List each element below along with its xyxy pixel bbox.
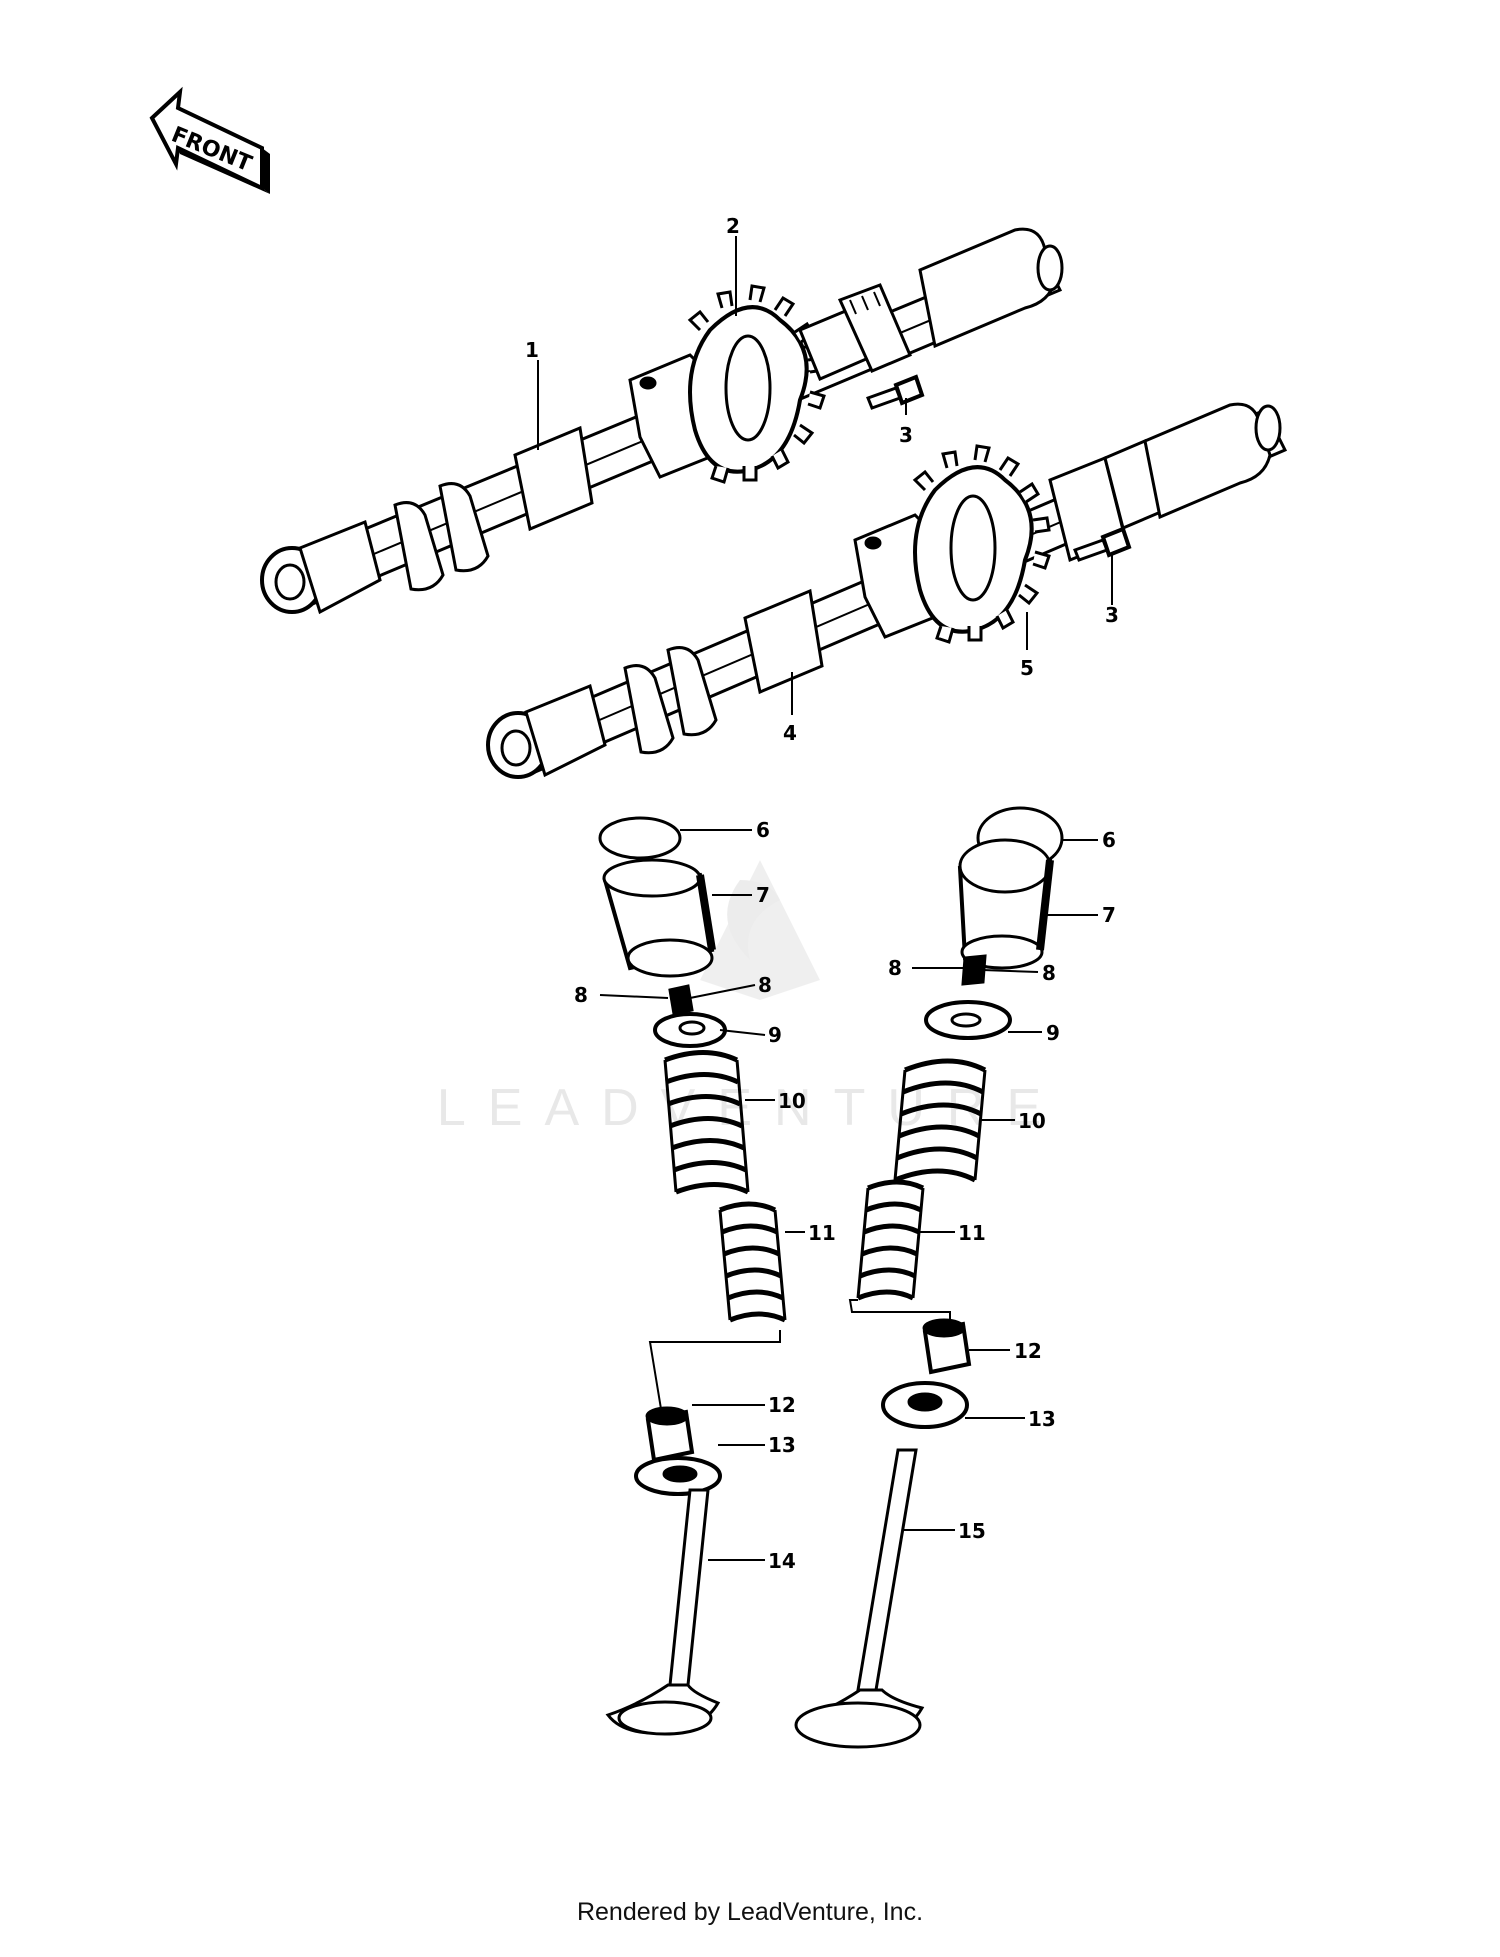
valve-assembly-right (794, 806, 1064, 1749)
callout-3-lower: 3 (1105, 603, 1119, 627)
callout-7-right: 7 (1102, 903, 1116, 927)
sprocket-lower (912, 444, 1051, 644)
shim-left (598, 816, 682, 860)
callout-13-right: 13 (1028, 1407, 1056, 1431)
inner-spring-right (856, 1179, 925, 1301)
callout-6-left: 6 (756, 818, 770, 842)
front-arrow: FRONT (149, 86, 270, 194)
callout-10-right: 10 (1018, 1109, 1046, 1133)
callout-9-right: 9 (1046, 1021, 1060, 1045)
callout-11-right: 11 (958, 1221, 986, 1245)
callout-12-left: 12 (768, 1393, 796, 1417)
callout-5: 5 (1020, 656, 1034, 680)
outer-spring-right (893, 1058, 987, 1183)
callout-4: 4 (783, 721, 797, 745)
callout-15: 15 (958, 1519, 986, 1543)
callout-8-right-a: 8 (888, 956, 902, 980)
callout-8-left-a: 8 (574, 983, 588, 1007)
inner-spring-left (718, 1201, 787, 1323)
callout-13-left: 13 (768, 1433, 796, 1457)
intake-valve (668, 1488, 710, 1687)
callout-9-left: 9 (768, 1023, 782, 1047)
callouts: 1 2 3 3 4 5 6 6 7 7 8 8 8 8 9 9 10 10 11… (525, 214, 1119, 1573)
callout-8-left-b: 8 (758, 973, 772, 997)
exhaust-valve (856, 1448, 918, 1692)
callout-12-right: 12 (1014, 1339, 1042, 1363)
callout-11-left: 11 (808, 1221, 836, 1245)
callout-2: 2 (726, 214, 740, 238)
camshaft-upper (260, 227, 1064, 615)
callout-7-left: 7 (756, 883, 770, 907)
callout-14: 14 (768, 1549, 796, 1573)
bolt-upper (866, 374, 925, 410)
leader-lines (537, 236, 1113, 1561)
sprocket-upper (687, 284, 826, 484)
callout-6-right: 6 (1102, 828, 1116, 852)
bolt-lower (1073, 526, 1132, 562)
callout-10-left: 10 (778, 1089, 806, 1113)
outer-spring-left (663, 1050, 750, 1195)
callout-3-upper: 3 (899, 423, 913, 447)
footer-credit: Rendered by LeadVenture, Inc. (576, 1898, 924, 1926)
callout-1: 1 (525, 338, 539, 362)
valve-assembly-left (598, 816, 787, 1736)
callout-8-right-b: 8 (1042, 961, 1056, 985)
